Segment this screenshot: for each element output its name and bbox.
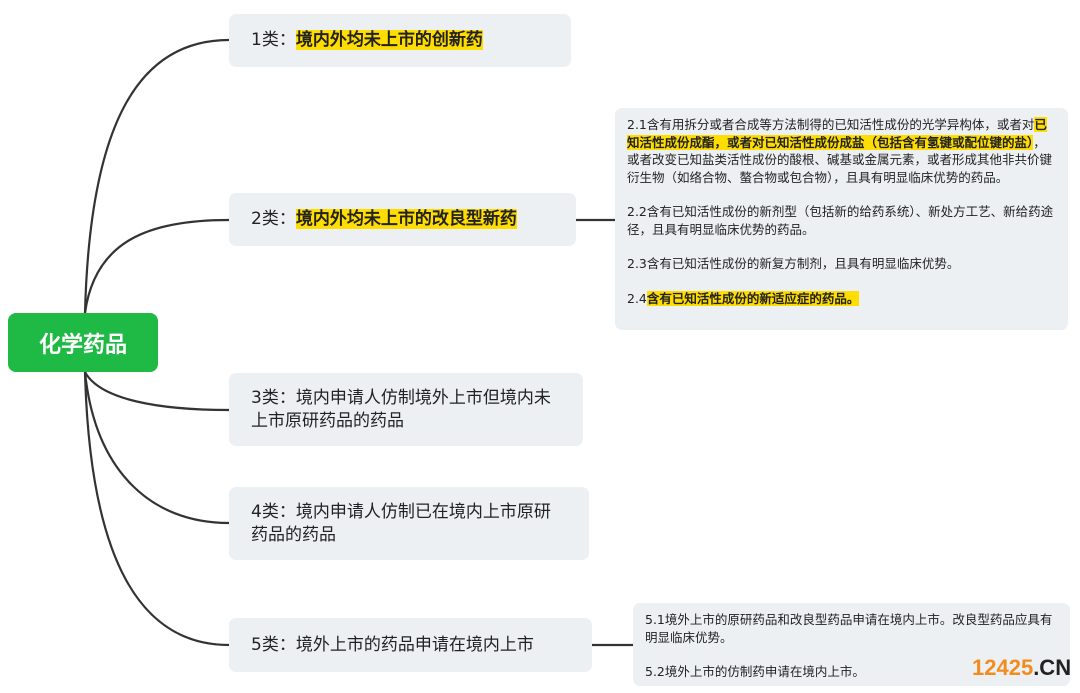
category-node-3[interactable]: 3类：境内申请人仿制境外上市但境内未上市原研药品的药品 (229, 373, 583, 446)
text-segment: 5类：境外上市的药品申请在境内上市 (251, 634, 534, 655)
detail-2-1: 2.1含有用拆分或者合成等方法制得的已知活性成份的光学异构体，或者对已知活性成份… (627, 116, 1056, 186)
text-segment: ，或者改变已知盐类活性成份的酸根、碱基或金属元素，或者形成其他非共价键衍生物（如… (627, 134, 1053, 185)
highlighted-text: 境内外均未上市的创新药 (295, 30, 483, 50)
text-segment: 2.3含有已知活性成份的新复方制剂，且具有明显临床优势。 (627, 256, 960, 271)
text-segment: 3类：境内申请人仿制境外上市但境内未上市原研药品的药品 (251, 387, 551, 431)
highlighted-text: 境内外均未上市的改良型新药 (295, 209, 517, 229)
detail-box-2[interactable]: 2.1含有用拆分或者合成等方法制得的已知活性成份的光学异构体，或者对已知活性成份… (615, 108, 1068, 330)
category-node-1[interactable]: 1类：境内外均未上市的创新药 (229, 14, 571, 67)
category-node-2[interactable]: 2类：境内外均未上市的改良型新药 (229, 193, 576, 246)
node-text: 1类：境内外均未上市的创新药 (251, 29, 549, 52)
detail-2-2: 2.2含有已知活性成份的新剂型（包括新的给药系统）、新处方工艺、新给药途径，且具… (627, 203, 1056, 238)
text-segment: 4类：境内申请人仿制已在境内上市原研药品的药品 (251, 501, 551, 545)
detail-2-3: 2.3含有已知活性成份的新复方制剂，且具有明显临床优势。 (627, 255, 1056, 273)
node-text: 5类：境外上市的药品申请在境内上市 (251, 634, 570, 657)
category-node-5[interactable]: 5类：境外上市的药品申请在境内上市 (229, 618, 592, 672)
detail-5-2: 5.2境外上市的仿制药申请在境内上市。 (645, 663, 1058, 681)
link-3 (84, 371, 230, 412)
link-4 (83, 371, 230, 525)
text-segment: 2.1含有用拆分或者合成等方法制得的已知活性成份的光学异构体，或者对 (627, 117, 1035, 132)
node-text: 2类：境内外均未上市的改良型新药 (251, 208, 554, 231)
category-node-4[interactable]: 4类：境内申请人仿制已在境内上市原研药品的药品 (229, 487, 589, 560)
node-text: 3类：境内申请人仿制境外上市但境内未上市原研药品的药品 (251, 387, 561, 433)
text-segment: 5.1境外上市的原研药品和改良型药品申请在境内上市。改良型药品应具有明显临床优势… (645, 612, 1053, 645)
link-5 (83, 371, 230, 647)
highlighted-text: 含有已知活性成份的新适应症的药品。 (646, 290, 860, 306)
detail-box-5[interactable]: 5.1境外上市的原研药品和改良型药品申请在境内上市。改良型药品应具有明显临床优势… (633, 603, 1070, 686)
watermark-number: 12425 (972, 655, 1034, 680)
detail-5-1: 5.1境外上市的原研药品和改良型药品申请在境内上市。改良型药品应具有明显临床优势… (645, 611, 1058, 646)
root-label: 化学药品 (38, 332, 127, 358)
root-node[interactable]: 化学药品 (8, 313, 158, 372)
text-segment: 2.4 (627, 290, 647, 306)
text-segment: 1类： (251, 30, 296, 50)
text-segment: 5.2境外上市的仿制药申请在境内上市。 (645, 664, 865, 679)
watermark-suffix: .CN (1033, 655, 1072, 680)
link-1 (83, 38, 230, 314)
watermark-logo: 12425.CN (972, 655, 1071, 681)
text-segment: 2类： (251, 209, 296, 229)
node-text: 4类：境内申请人仿制已在境内上市原研药品的药品 (251, 501, 567, 547)
link-2 (83, 218, 230, 314)
detail-2-4: 2.4含有已知活性成份的新适应症的药品。 (627, 290, 1056, 308)
text-segment: 2.2含有已知活性成份的新剂型（包括新的给药系统）、新处方工艺、新给药途径，且具… (627, 204, 1054, 237)
